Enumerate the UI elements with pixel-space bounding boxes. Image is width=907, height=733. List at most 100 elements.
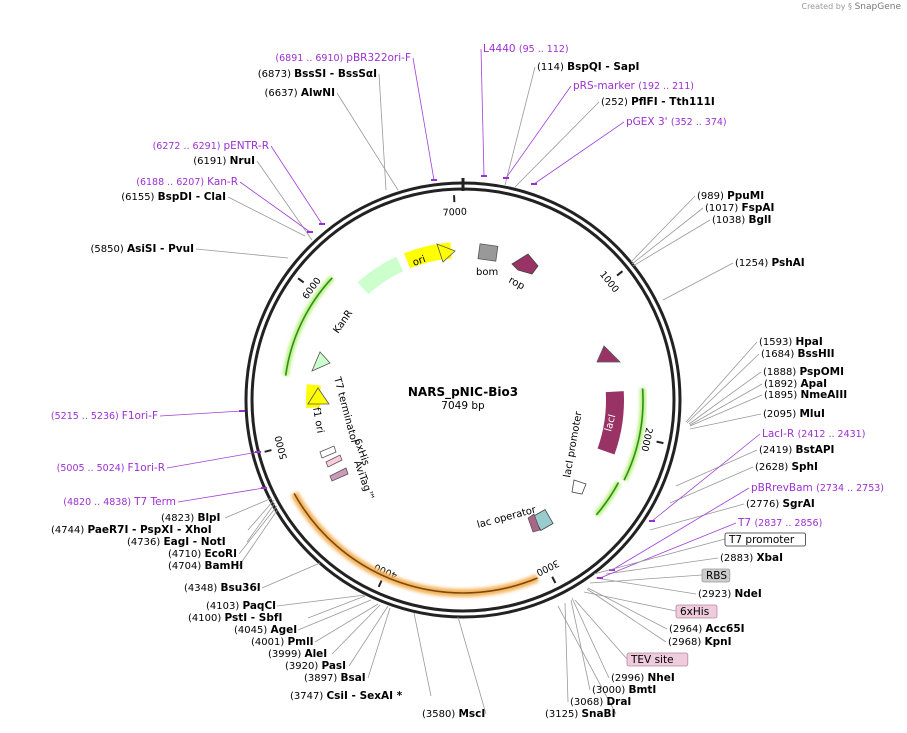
site-label: (1254) PshAI xyxy=(735,257,805,269)
site-enzyme: PaqCI xyxy=(242,600,276,612)
site-position: (2776) xyxy=(746,499,782,510)
primer-label: pRS-marker (192 .. 211) xyxy=(573,80,694,92)
leader-line xyxy=(595,577,697,595)
tick-label: 5000 xyxy=(273,434,290,460)
leader-line xyxy=(159,410,243,417)
feature-label-kanr: KanR xyxy=(331,308,355,335)
leader-line xyxy=(348,605,389,667)
primer-name: L4440 xyxy=(483,43,519,55)
leader-line xyxy=(413,612,432,697)
site-label: (4704) BamHI xyxy=(168,560,243,572)
site-label: (1684) BssHII xyxy=(761,348,835,360)
primer-name: pBRrevBam xyxy=(751,482,816,494)
leader-line xyxy=(688,371,762,425)
site-label: (989) PpuMI xyxy=(697,190,764,202)
site-enzyme: SphI xyxy=(791,461,817,473)
site-enzyme: BsaI xyxy=(340,672,365,684)
primer-name: Kan-R xyxy=(207,176,238,188)
site-position: (1684) xyxy=(761,349,797,360)
site-label: (3999) AleI xyxy=(268,648,327,660)
leader-line xyxy=(227,196,306,237)
primer-label: (5005 .. 5024) F1ori-R xyxy=(57,462,165,474)
site-position: (3999) xyxy=(268,649,304,660)
site-label: (4744) PaeR7I - PspXI - XhoI xyxy=(51,524,212,536)
feature-tag-label: 6xHis xyxy=(680,606,709,618)
credit-brand: SnapGene xyxy=(854,2,901,12)
site-enzyme: BmtI xyxy=(628,684,656,696)
primer-range: (95 .. 112) xyxy=(519,44,569,55)
leader-line xyxy=(669,466,754,504)
site-label: (6637) AlwNI xyxy=(264,87,335,99)
site-label: (114) BspQI - SapI xyxy=(537,61,639,73)
site-enzyme: BspDI - ClaI xyxy=(158,191,226,203)
leader-line xyxy=(224,497,273,519)
feature-avitag xyxy=(329,467,349,482)
site-position: (4736) xyxy=(127,537,163,548)
leader-line xyxy=(649,503,745,531)
site-position: (6191) xyxy=(193,156,229,167)
feature-kanr xyxy=(357,256,404,295)
tick-mark xyxy=(297,277,305,284)
site-label: (2095) MluI xyxy=(763,408,825,420)
site-enzyme: CsiI - SexAI * xyxy=(326,690,402,702)
feature-label-ori: ori xyxy=(411,254,427,269)
leader-line xyxy=(177,487,265,503)
feature-tag-box xyxy=(626,652,689,667)
site-label: (2964) Acc65I xyxy=(669,623,745,635)
site-label: (252) PflFI - Tth111I xyxy=(601,96,715,108)
primer-label: pBRrevBam (2734 .. 2753) xyxy=(751,482,884,494)
laci-promoter-orf xyxy=(595,482,620,516)
leader-line xyxy=(297,599,372,631)
site-enzyme: ApaI xyxy=(800,378,827,390)
leader-line xyxy=(270,145,323,225)
feature-6xhis-inner xyxy=(325,454,343,468)
site-enzyme: SnaBI xyxy=(581,708,615,720)
leader-line xyxy=(166,451,259,469)
primer-range: (192 .. 211) xyxy=(638,81,694,92)
primer-label: (6891 .. 6910) pBR322ori-F xyxy=(275,52,411,64)
leader-line xyxy=(685,341,758,423)
site-label: (3920) PasI xyxy=(285,660,346,672)
primer-range: (6272 .. 6291) xyxy=(153,141,224,152)
leader-line xyxy=(239,181,311,233)
laci-arrowhead xyxy=(596,345,621,363)
site-enzyme: BglI xyxy=(748,214,771,226)
site-labels: (6873) BssSI - BssSαI(6637) AlwNI(6191) … xyxy=(51,43,884,720)
leader-line xyxy=(631,207,704,265)
site-position: (6873) xyxy=(258,69,294,80)
site-position: (3068) xyxy=(570,697,606,708)
site-position: (4823) xyxy=(161,513,197,524)
site-label: (3000) BmtI xyxy=(592,684,656,696)
leader-line xyxy=(583,591,677,612)
kanr-orf xyxy=(284,277,333,376)
site-label: (4100) PstI - SbfI xyxy=(188,612,282,624)
feature-tag-box xyxy=(701,568,731,583)
leader-line xyxy=(412,57,435,181)
leader-line xyxy=(599,522,737,579)
leader-line xyxy=(689,383,763,426)
leader-line xyxy=(247,499,275,531)
site-label: (2628) SphI xyxy=(755,461,818,473)
tick-mark xyxy=(656,440,664,445)
leader-line xyxy=(593,538,726,575)
snapgene-credit: Created by § SnapGene xyxy=(801,2,901,12)
site-position: (4744) xyxy=(51,525,87,536)
site-position: (114) xyxy=(537,62,567,73)
leader-line xyxy=(533,121,625,185)
feature-tag-label: T7 promoter xyxy=(728,534,795,546)
site-position: (1254) xyxy=(735,258,771,269)
site-label: (5850) AsiSI - PvuI xyxy=(91,243,194,255)
primer-range: (2412 .. 2431) xyxy=(798,429,866,440)
primer-range: (352 .. 374) xyxy=(671,117,727,128)
tick-mark xyxy=(264,449,272,453)
site-position: (6155) xyxy=(121,192,157,203)
leader-line xyxy=(571,597,610,679)
credit-prefix: Created by xyxy=(801,2,846,11)
site-enzyme: MluI xyxy=(799,408,824,420)
site-label: (4736) EagI - NotI xyxy=(127,536,226,548)
site-enzyme: PaeR7I - PspXI - XhoI xyxy=(87,524,211,536)
site-label: (1038) BglI xyxy=(712,214,771,226)
mcs-glow xyxy=(290,491,540,597)
tick-mark xyxy=(551,576,557,584)
site-label: (2923) NdeI xyxy=(698,588,762,600)
